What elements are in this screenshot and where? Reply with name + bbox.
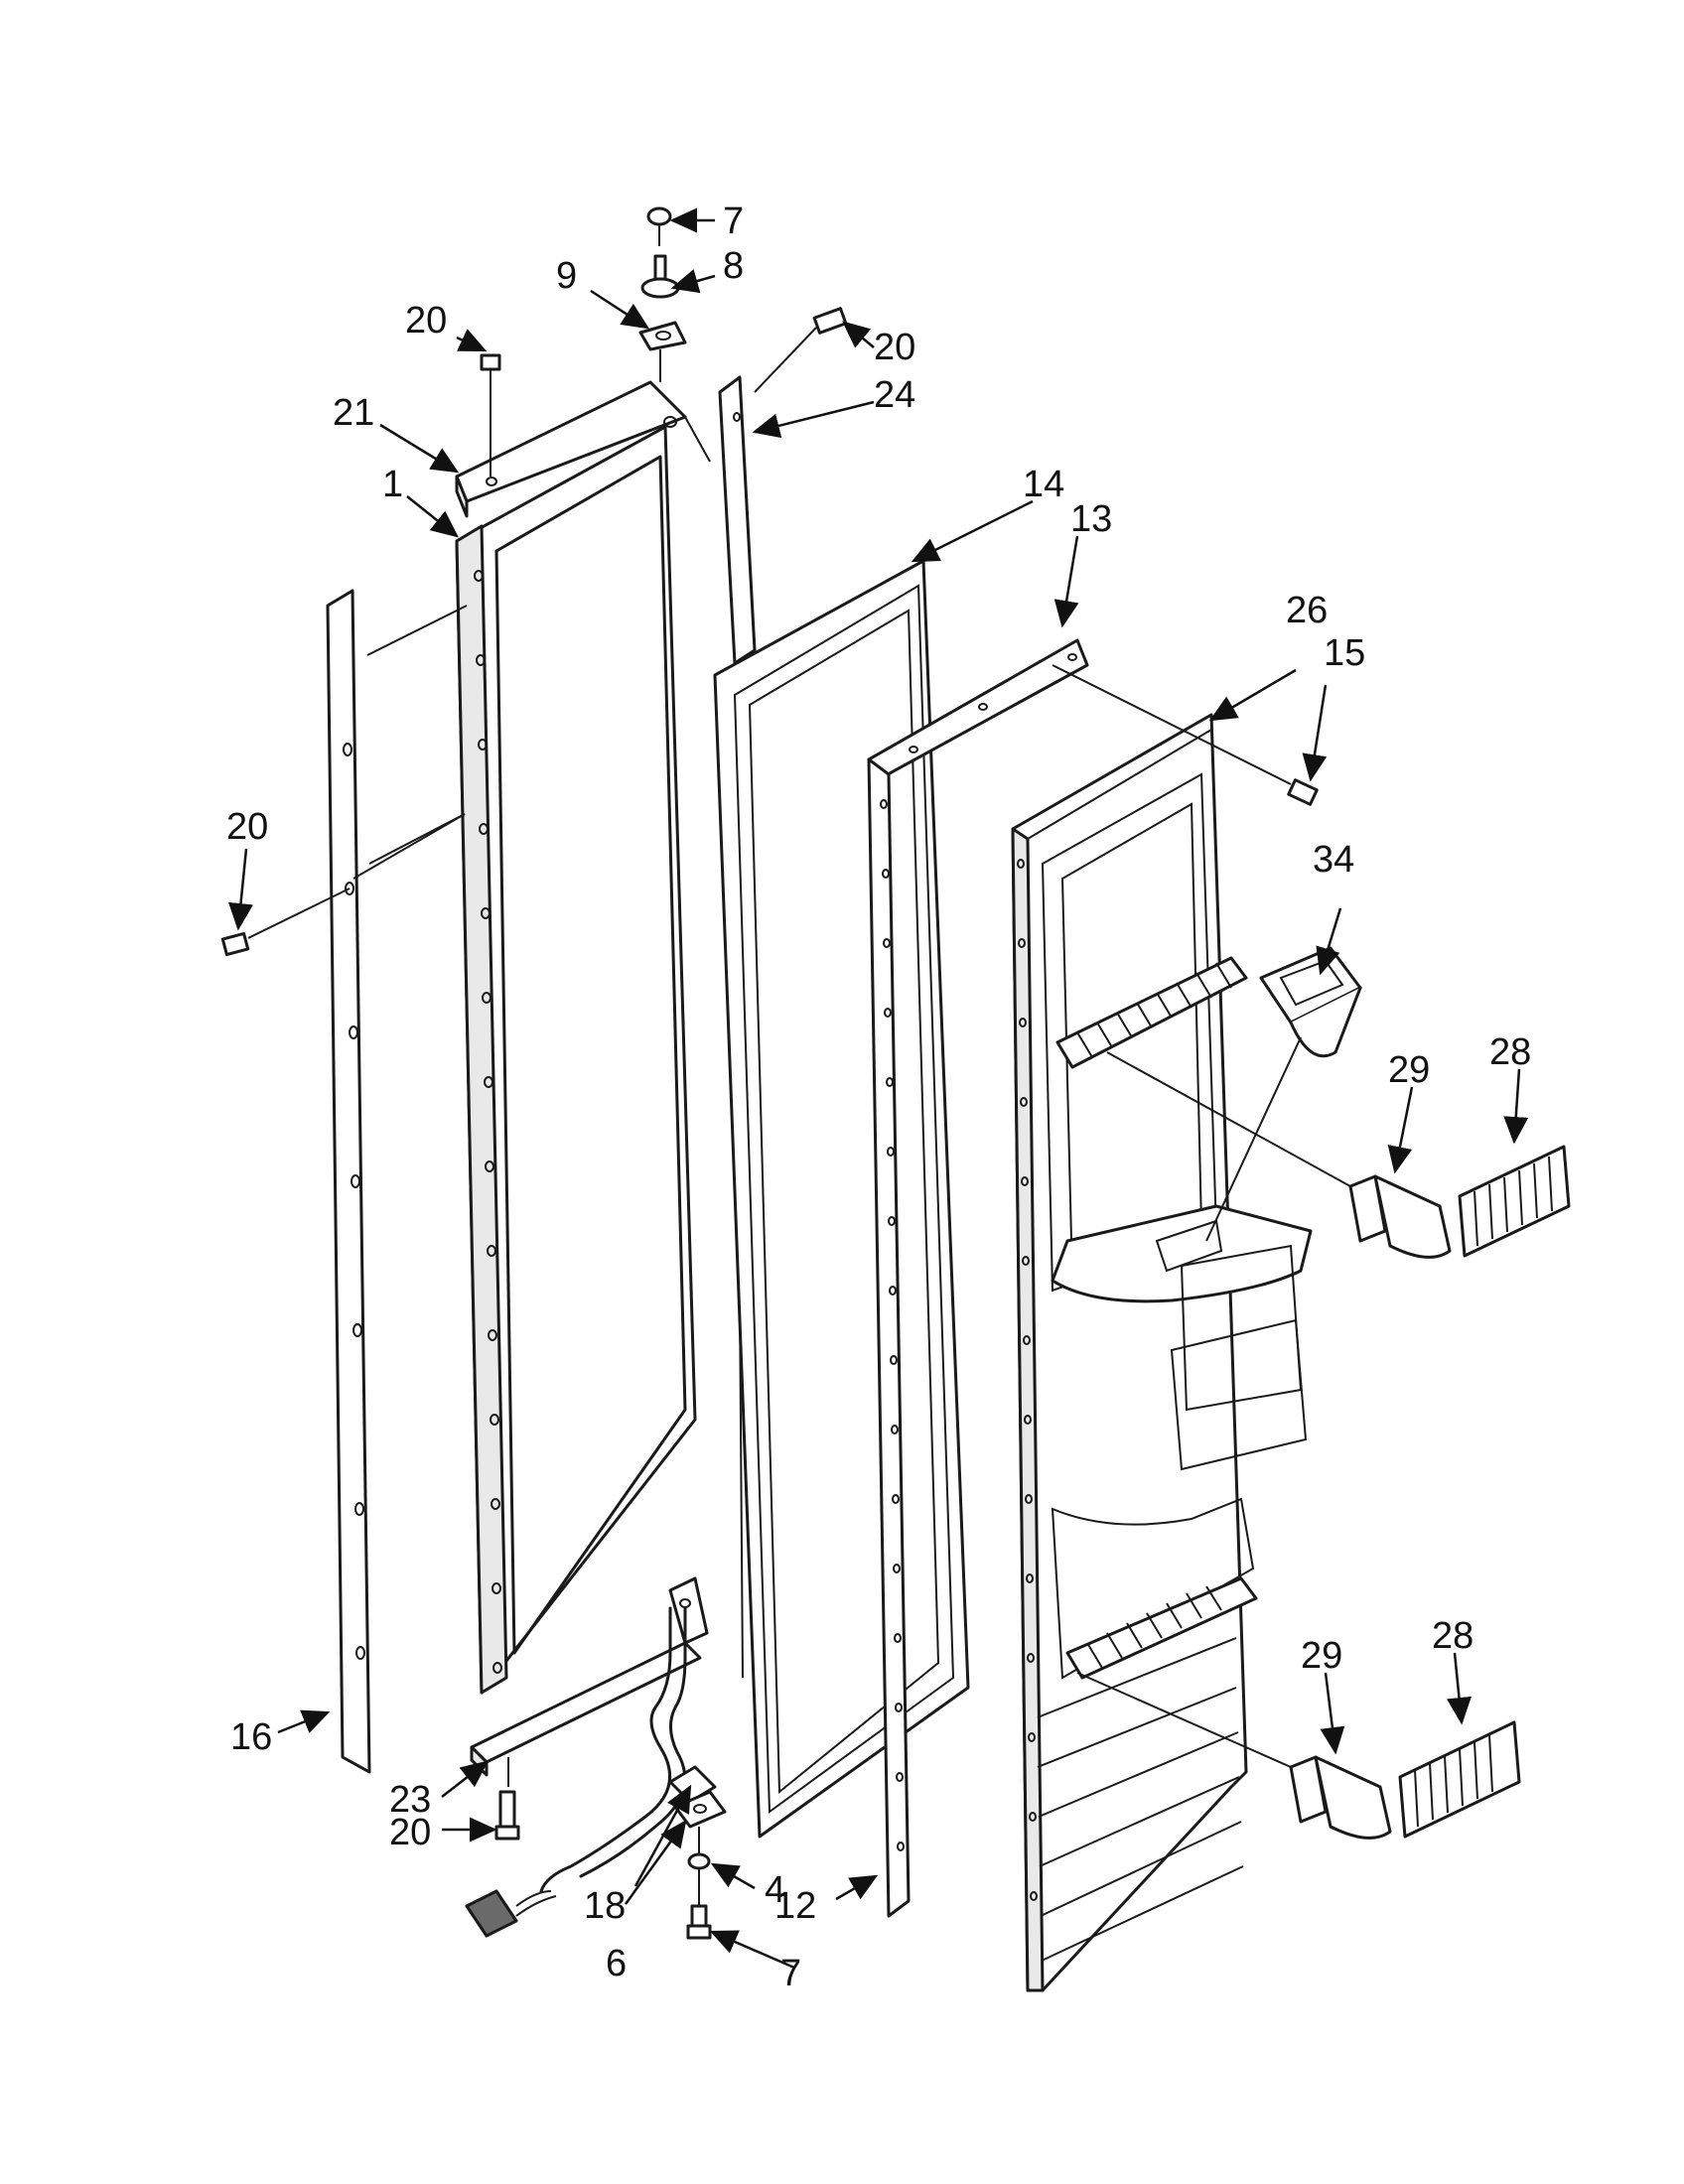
label-21: 21 <box>333 392 374 434</box>
part-28-bin-rack-upper <box>1458 1145 1571 1258</box>
label-8: 8 <box>723 245 744 287</box>
part-20-screw-left <box>220 813 466 957</box>
part-20-screw-top <box>480 353 501 477</box>
label-15: 15 <box>1324 632 1365 674</box>
part-29-bin-end-upper <box>1106 1051 1452 1259</box>
part-7-8-9-hinge-top <box>638 206 687 382</box>
part-15-screw <box>1052 664 1319 806</box>
label-34: 34 <box>1313 839 1354 881</box>
label-28-lower: 28 <box>1432 1615 1474 1657</box>
part-26-inner-liner <box>1011 713 1313 1992</box>
part-labels: 7 8 9 20 20 24 21 1 14 13 26 15 20 34 28… <box>226 201 1531 1994</box>
label-20-top-right: 20 <box>874 327 915 368</box>
part-16-door-strip <box>326 589 371 1774</box>
part-20-screw-right-top <box>754 307 848 393</box>
label-6: 6 <box>606 1943 627 1984</box>
part-20-screw-bottom <box>494 1757 520 1841</box>
part-12-side-strip <box>867 757 911 1918</box>
part-21-top-bracket <box>455 380 711 518</box>
label-29-upper: 29 <box>1388 1049 1430 1091</box>
part-18-6-4-7-hinge-bottom <box>668 1765 727 1940</box>
part-14-door-liner <box>713 559 970 1839</box>
label-14: 14 <box>1023 464 1064 505</box>
label-20-top-left: 20 <box>405 300 447 341</box>
label-9: 9 <box>556 255 577 297</box>
part-34-dispenser-cup <box>1205 946 1362 1242</box>
part-28-bin-rack-lower <box>1398 1720 1521 1839</box>
leader-lines <box>228 207 1529 1970</box>
part-1-door-panel <box>366 425 697 1695</box>
label-1: 1 <box>382 464 403 505</box>
label-20-left: 20 <box>226 806 268 848</box>
label-7-bottom: 7 <box>780 1953 801 1994</box>
label-28-upper: 28 <box>1489 1031 1531 1073</box>
label-26: 26 <box>1286 590 1328 631</box>
label-13: 13 <box>1070 498 1112 540</box>
part-29-bin-end-lower <box>1076 1672 1392 1840</box>
label-18: 18 <box>584 1885 626 1927</box>
label-7-top: 7 <box>723 201 744 242</box>
label-12: 12 <box>774 1885 816 1927</box>
label-4: 4 <box>765 1869 785 1911</box>
label-16: 16 <box>230 1716 272 1758</box>
label-24: 24 <box>874 374 915 416</box>
label-29-lower: 29 <box>1301 1635 1342 1677</box>
label-23: 23 <box>389 1779 431 1821</box>
label-20-bottom: 20 <box>389 1812 431 1853</box>
